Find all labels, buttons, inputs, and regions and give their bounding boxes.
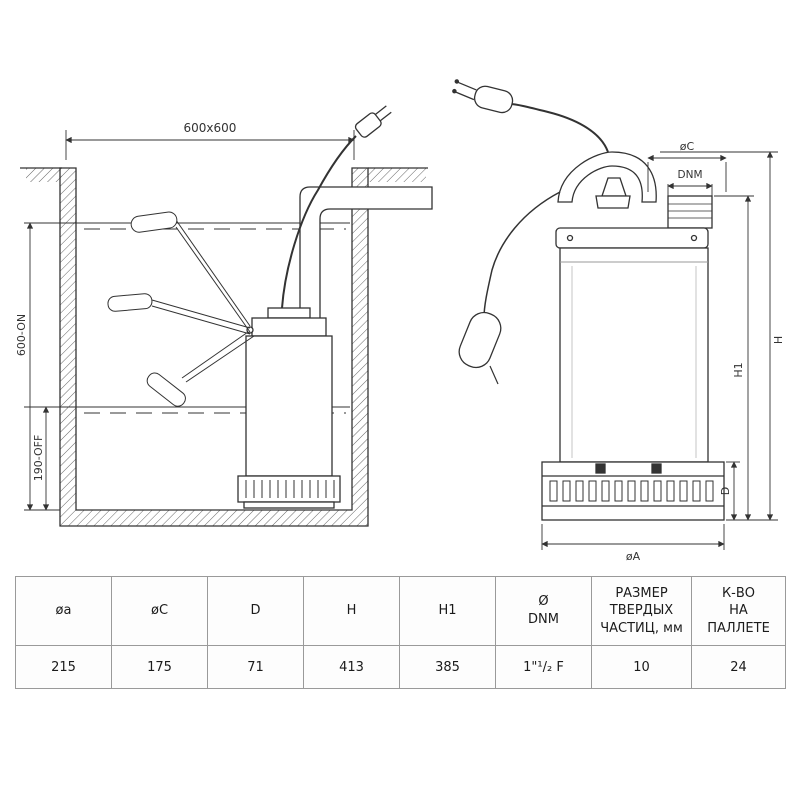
value-pallet-qty: 24 [691,645,786,689]
pit-installation-view: 600x600 600-ON 190-OFF [15,105,433,527]
float-switch [458,311,502,369]
dimension-h1 [714,195,754,521]
euro-plug-icon [452,79,514,114]
value-dnm: 1"¹/₂ F [495,645,592,689]
header-pallet-qty: К-ВО НА ПАЛЛЕТЕ [691,576,786,646]
value-d: 71 [207,645,304,689]
header-oc: øC [111,576,208,646]
dimension-d [726,461,740,521]
dim-label-600x600: 600x600 [184,121,237,135]
value-particle-size: 10 [591,645,692,689]
power-cable-left [281,135,357,309]
dim-label-h: H [772,336,785,344]
dimension-dnm [667,182,713,196]
pump-base [541,461,725,521]
float-upper [130,211,178,233]
carry-handle [557,151,657,209]
float-middle [107,293,153,312]
dim-label-600-on: 600-ON [15,314,28,356]
pump-diagram-svg: 600x600 600-ON 190-OFF [15,79,785,563]
base-slots [549,480,714,502]
strainer-slots [245,480,335,498]
dimension-190-off [24,406,80,511]
header-dnm: Ø DNM [495,576,592,646]
header-oa: øa [15,576,112,646]
power-plug-icon [354,105,392,138]
float-switch-positions [107,211,255,407]
dimension-oc [647,154,727,192]
discharge-port [667,195,713,229]
top-cover [555,227,709,249]
discharge-pipe [299,186,433,322]
dimensions-table: øa øC D H H1 Ø DNM РАЗМЕР ТВЕРДЫХ ЧАСТИЦ… [15,576,786,689]
dimension-600x600 [65,130,355,160]
ground-hatch [20,167,428,182]
value-oc: 175 [111,645,208,689]
pit-walls [59,167,369,527]
dimension-oa [541,524,725,550]
float-lower [146,372,186,407]
pump-dimension-view: øC DNM H [452,79,785,563]
dim-label-h1: H1 [732,362,745,377]
dimension-600-on [24,222,80,511]
header-d: D [207,576,304,646]
table-header-row: øa øC D H H1 Ø DNM РАЗМЕР ТВЕРДЫХ ЧАСТИЦ… [15,576,786,646]
technical-drawing: 600x600 600-ON 190-OFF [15,79,785,563]
dim-label-oc: øC [680,140,695,153]
value-oa: 215 [15,645,112,689]
dim-label-d: D [719,487,732,495]
header-h: H [303,576,400,646]
value-h1: 385 [399,645,496,689]
header-particle-size: РАЗМЕР ТВЕРДЫХ ЧАСТИЦ, мм [591,576,692,646]
power-cable-right [509,103,609,153]
dim-label-190-off: 190-OFF [32,435,45,482]
pump-body [559,247,709,463]
dim-label-dnm: DNM [678,169,703,181]
float-tail [489,365,499,385]
table-value-row: 215 175 71 413 385 1"¹/₂ F 10 24 [15,645,786,689]
float-cable [483,191,561,319]
dim-label-oa: øA [626,550,641,563]
pump-left-view [237,307,341,509]
value-h: 413 [303,645,400,689]
header-h1: H1 [399,576,496,646]
